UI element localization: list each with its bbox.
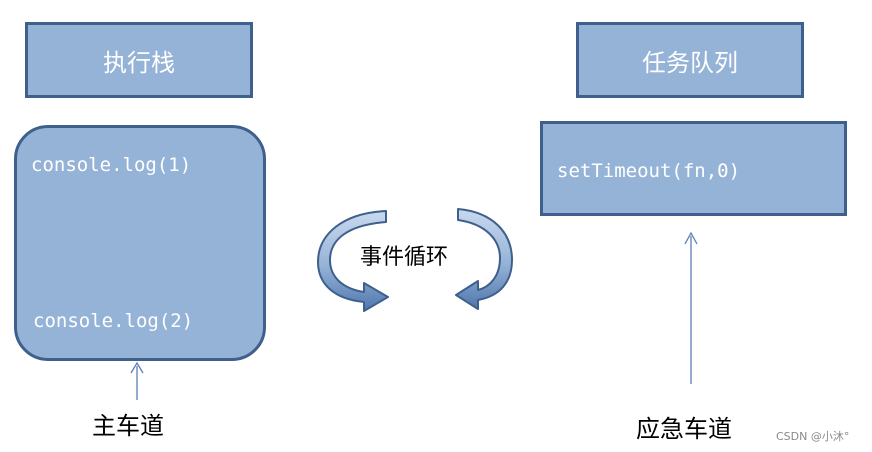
execution-stack-title-text: 执行栈 [103, 48, 175, 77]
emergency-lane-label: 应急车道 [636, 415, 732, 443]
event-loop-label: 事件循环 [360, 245, 449, 270]
stack-item-console-log-2: console.log(2) [33, 310, 194, 332]
stack-item-console-log-1: console.log(1) [31, 154, 192, 176]
event-loop-left-arrow-icon [317, 210, 389, 312]
task-queue-title-text: 任务队列 [642, 48, 738, 77]
execution-stack-box: console.log(1) console.log(2) [14, 125, 266, 361]
execution-stack-title: 执行栈 [25, 22, 253, 98]
main-lane-label: 主车道 [92, 412, 164, 440]
task-queue-title: 任务队列 [576, 22, 804, 98]
emergency-lane-arrow-icon [684, 231, 698, 384]
event-loop-right-arrow-icon [455, 208, 513, 310]
task-queue-box: setTimeout(fn,0) [540, 121, 847, 216]
queue-item-settimeout: setTimeout(fn,0) [557, 160, 741, 182]
watermark: CSDN @小沐° [776, 430, 850, 443]
main-lane-arrow-icon [130, 361, 144, 400]
